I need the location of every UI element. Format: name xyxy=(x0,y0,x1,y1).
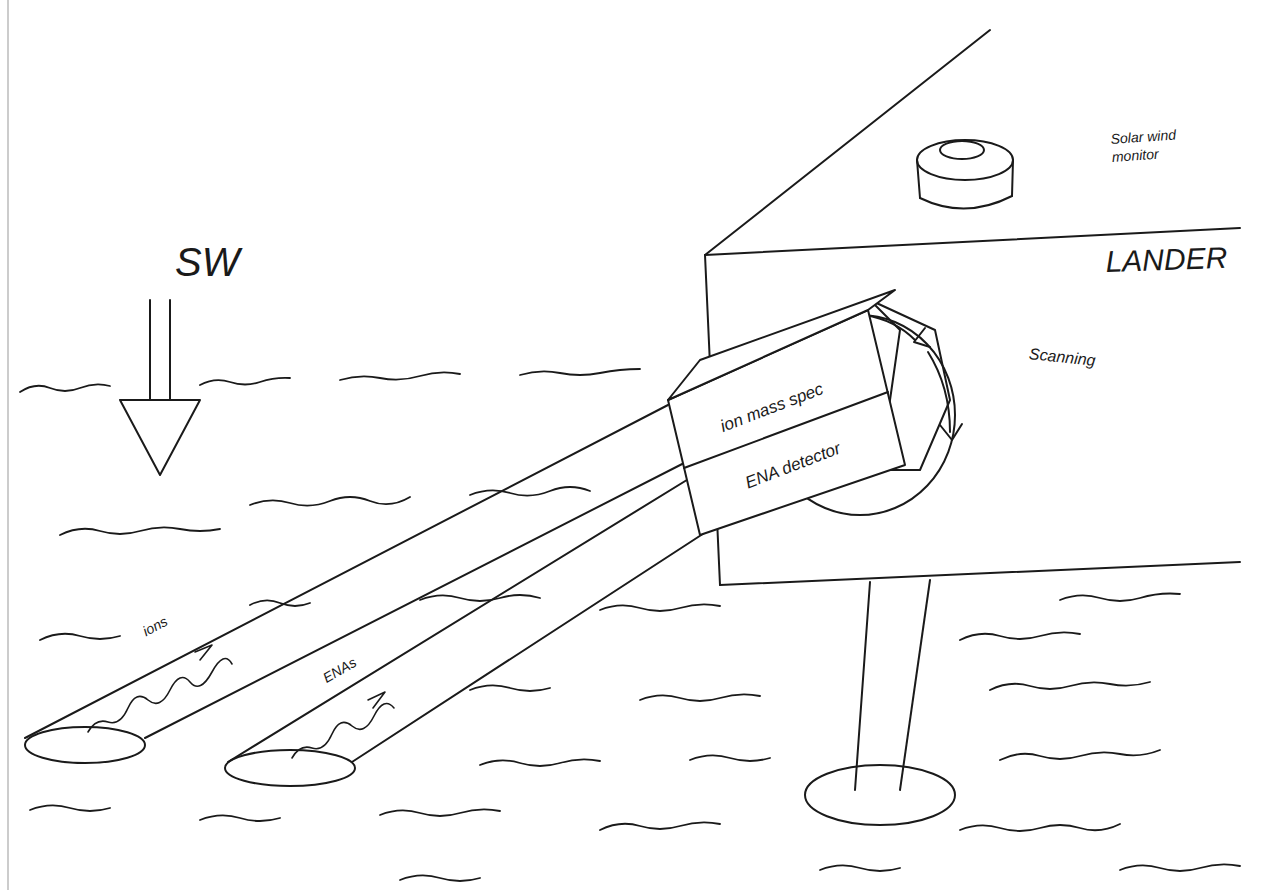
sketch-label: SW xyxy=(175,240,239,285)
sketch-label: ions xyxy=(140,613,170,639)
lander-leg xyxy=(805,580,955,825)
instrument-box xyxy=(668,290,905,535)
surface-waves xyxy=(20,369,1240,881)
sketch-label: Solar wind monitor xyxy=(1110,124,1202,167)
solar-wind-arrow xyxy=(120,300,200,475)
solar-wind-monitor xyxy=(917,140,1013,209)
sketch-label: Scanning xyxy=(1028,345,1096,370)
sketch-label: LANDER xyxy=(1105,241,1228,279)
ion-beam xyxy=(25,405,690,763)
page-edge xyxy=(8,0,9,890)
sketch-label: ENAs xyxy=(320,654,359,686)
ena-beam xyxy=(225,475,712,786)
